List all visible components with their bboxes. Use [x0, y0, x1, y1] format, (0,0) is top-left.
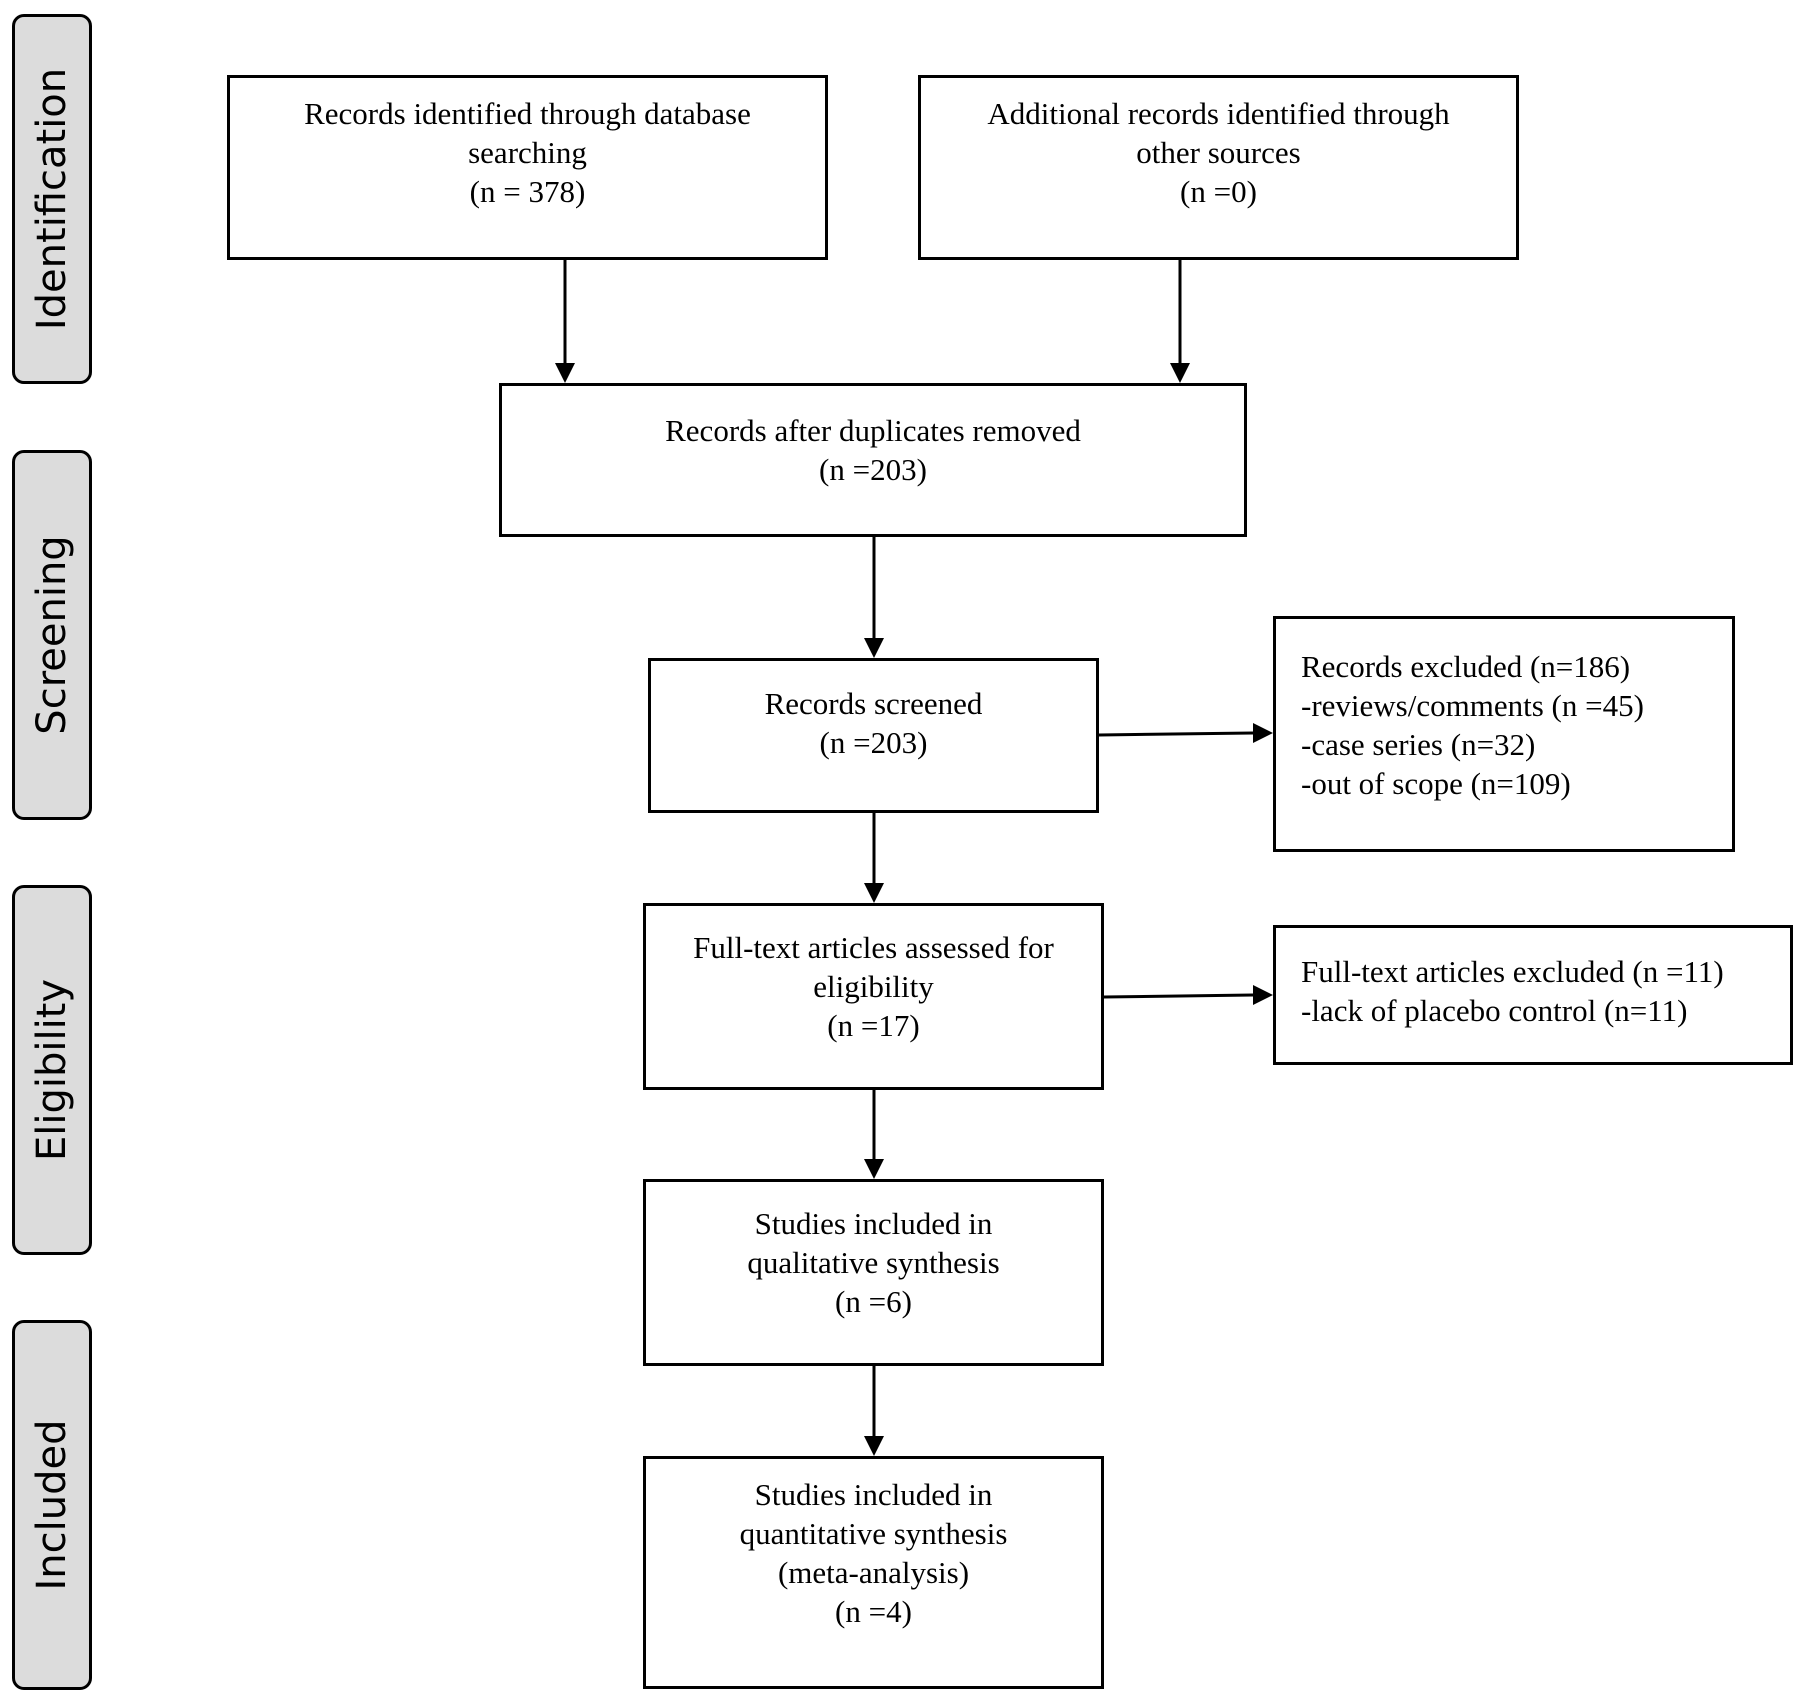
arrow-screened-to-excluded	[1098, 731, 1254, 737]
phase-eligibility: Eligibility	[12, 885, 92, 1255]
arrowhead-qualitative	[864, 1159, 884, 1179]
box-text-line: Records screened	[764, 686, 983, 721]
arrowhead-fulltext-excluded	[1253, 985, 1273, 1005]
arrowhead-quantitative	[864, 1436, 884, 1456]
box-records-screened: Records screened (n =203)	[648, 658, 1099, 813]
box-text-line: (n =203)	[819, 725, 928, 760]
arrowhead-other	[1170, 363, 1190, 383]
arrowhead-excluded	[1253, 723, 1273, 743]
box-records-excluded: Records excluded (n=186) -reviews/commen…	[1273, 616, 1735, 852]
box-text-line: (n =6)	[835, 1284, 912, 1319]
box-text-line: (n =0)	[1180, 174, 1257, 209]
box-text-line: quantitative synthesis	[739, 1515, 1008, 1551]
arrowhead-database	[555, 363, 575, 383]
box-quantitative-synthesis: Studies included in quantitative synthes…	[643, 1456, 1104, 1689]
box-text-line: Studies included in	[754, 1476, 993, 1512]
box-text-line: Records after duplicates removed	[665, 413, 1081, 448]
box-text-line: (n =17)	[827, 1008, 920, 1043]
box-text-line: Additional records identified through	[987, 96, 1450, 131]
phase-identification: Identification	[12, 14, 92, 384]
phase-screening: Screening	[12, 450, 92, 820]
box-text-line: Studies included in	[754, 1206, 993, 1241]
box-qualitative-synthesis: Studies included in qualitative synthesi…	[643, 1179, 1104, 1366]
box-text-line: Records identified through database	[304, 96, 751, 131]
box-other-sources: Additional records identified through ot…	[918, 75, 1519, 260]
arrow-fulltext-to-fulltext-excluded	[1103, 993, 1254, 999]
box-text-line: qualitative synthesis	[747, 1245, 1000, 1280]
box-text-line: -out of scope (n=109)	[1301, 766, 1571, 801]
arrowhead-fulltext	[864, 883, 884, 903]
box-text-line: (n =203)	[819, 452, 927, 487]
box-text-line: (meta-analysis)	[777, 1554, 970, 1590]
phase-included: Included	[12, 1320, 92, 1690]
arrowhead-screened	[864, 638, 884, 658]
box-fulltext-assessed: Full-text articles assessed for eligibil…	[643, 903, 1104, 1090]
box-text-line: -case series (n=32)	[1301, 727, 1536, 762]
box-text-line: Records excluded (n=186)	[1301, 649, 1631, 684]
box-text-line: Full-text articles assessed for	[693, 930, 1054, 965]
box-database-search: Records identified through database sear…	[227, 75, 828, 260]
box-fulltext-excluded: Full-text articles excluded (n =11) -lac…	[1273, 925, 1793, 1065]
box-text-line: other sources	[1136, 135, 1301, 170]
box-text-line: -lack of placebo control (n=11)	[1301, 993, 1688, 1028]
box-text-line: Full-text articles excluded (n =11)	[1301, 954, 1724, 989]
box-text-line: searching	[468, 135, 587, 170]
box-text-line: -reviews/comments (n =45)	[1301, 688, 1644, 723]
box-duplicates-removed: Records after duplicates removed (n =203…	[499, 383, 1247, 537]
box-text-line: (n = 378)	[469, 174, 586, 209]
box-text-line: (n =4)	[835, 1593, 912, 1629]
box-text-line: eligibility	[813, 969, 934, 1004]
